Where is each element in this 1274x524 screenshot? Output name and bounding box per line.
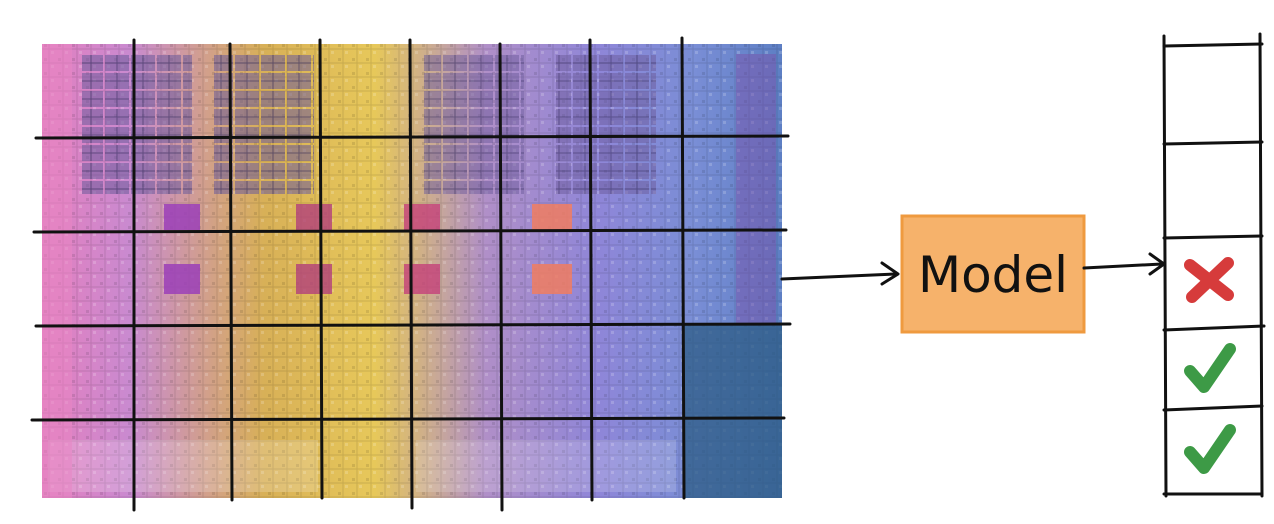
chip-dark-region xyxy=(684,324,782,498)
results-column xyxy=(1162,32,1266,498)
chip-core-block xyxy=(404,264,440,294)
results-row-divider xyxy=(1162,140,1264,146)
grid-line xyxy=(408,38,414,510)
chip-core-block xyxy=(164,204,200,230)
chip-right-column xyxy=(736,54,776,324)
chip-memory-block xyxy=(556,54,656,194)
chip-core-block xyxy=(296,264,332,294)
results-icons xyxy=(1184,257,1236,474)
results-row-divider xyxy=(1162,404,1264,412)
grid-line xyxy=(228,42,234,502)
chip-left-strip xyxy=(42,44,72,498)
grid-line xyxy=(318,38,324,500)
results-column-right xyxy=(1258,32,1264,498)
chip-memory-block xyxy=(82,54,192,194)
chip-core-block xyxy=(164,264,200,294)
grid-line xyxy=(30,416,786,422)
grid-line xyxy=(498,42,504,512)
model-box: Model xyxy=(900,214,1086,334)
grid-line xyxy=(34,134,790,140)
results-row-divider xyxy=(1162,234,1264,240)
cross-icon xyxy=(1184,257,1234,303)
chip-core-block xyxy=(532,204,572,230)
chip-core-block xyxy=(532,264,572,294)
chip-memory-block xyxy=(424,54,524,194)
results-row-divider xyxy=(1162,42,1264,48)
model-label: Model xyxy=(918,246,1068,304)
check-icon xyxy=(1184,424,1236,474)
grid-line xyxy=(34,322,792,328)
results-column-left xyxy=(1162,34,1168,498)
check-icon xyxy=(1184,343,1236,393)
patch-grid xyxy=(30,36,792,512)
arrow-chip-to-model xyxy=(780,261,900,286)
chip-io-block xyxy=(416,440,676,492)
grid-line xyxy=(588,38,594,502)
grid-line xyxy=(680,36,686,500)
results-row-divider xyxy=(1162,324,1266,332)
model-box-rect xyxy=(900,214,1086,334)
chip-core-block xyxy=(296,204,332,230)
arrow-model-to-results xyxy=(1082,252,1166,276)
chip-io-block xyxy=(48,440,318,492)
